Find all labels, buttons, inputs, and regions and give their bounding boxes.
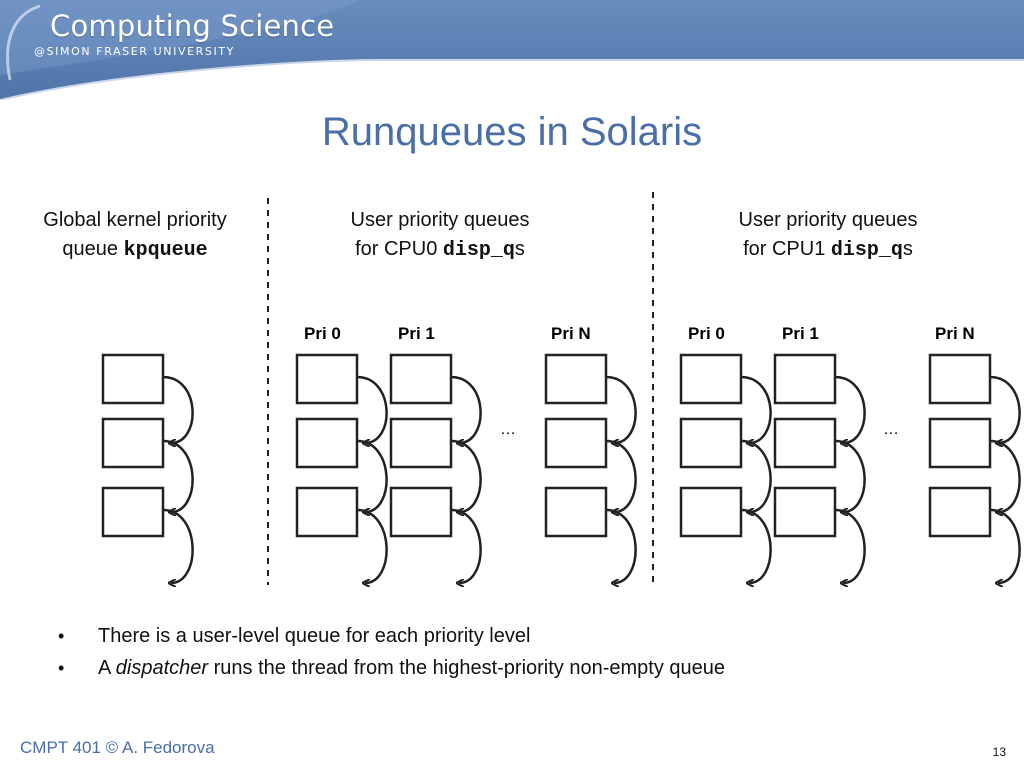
cpu0-pri-0-queue <box>295 353 388 583</box>
next-pointer-arrow <box>605 508 637 583</box>
queue-node <box>773 353 837 405</box>
header-banner <box>0 0 1024 100</box>
cpu0-pri-0-label: Pri 0 <box>304 324 341 343</box>
queue-node <box>389 486 453 538</box>
cpu0-ellipsis: … <box>500 421 516 438</box>
next-pointer-arrow <box>450 508 482 583</box>
cpu0-pri-n-queue <box>544 353 637 583</box>
queue-node <box>928 353 992 405</box>
queue-node <box>295 417 359 469</box>
queue-node <box>928 417 992 469</box>
queue-node <box>295 353 359 405</box>
cpu1-pri-n-label: Pri N <box>935 324 975 343</box>
queue-node <box>101 353 165 405</box>
next-pointer-arrow <box>989 508 1021 583</box>
kpqueue-code: kpqueue <box>123 239 208 262</box>
queue-node <box>544 353 608 405</box>
footer-credit: CMPT 401 © A. Fedorova <box>20 738 215 757</box>
next-pointer-arrow <box>162 439 194 512</box>
brand-title: Computing Science <box>50 9 335 43</box>
queue-node <box>101 486 165 538</box>
queue-node <box>389 417 453 469</box>
disp-q-code: disp_q <box>830 239 903 262</box>
cpu0-pri-n-label: Pri N <box>551 324 591 343</box>
cpu1-pri-1-label: Pri 1 <box>782 324 819 343</box>
next-pointer-arrow <box>740 375 772 443</box>
slide-title: Runqueues in Solaris <box>321 110 703 154</box>
cpu1-pri-1-queue <box>773 353 866 583</box>
cpu1-pri-0-label: Pri 0 <box>688 324 725 343</box>
queue-node <box>773 417 837 469</box>
queue-node <box>101 417 165 469</box>
next-pointer-arrow <box>834 508 866 583</box>
cpu1-ellipsis: … <box>883 421 899 438</box>
cpu1-pri-n-queue <box>928 353 1021 583</box>
next-pointer-arrow <box>740 508 772 583</box>
next-pointer-arrow <box>450 439 482 512</box>
next-pointer-arrow <box>356 439 388 512</box>
queue-node <box>544 486 608 538</box>
next-pointer-arrow <box>989 375 1021 443</box>
queue-node <box>295 486 359 538</box>
queue-node <box>679 417 743 469</box>
bullet-item: • A dispatcher runs the thread from the … <box>58 657 726 679</box>
bullet-symbol: • <box>58 626 65 646</box>
next-pointer-arrow <box>450 375 482 443</box>
queue-node <box>544 417 608 469</box>
next-pointer-arrow <box>834 375 866 443</box>
next-pointer-arrow <box>356 375 388 443</box>
cpu0-pri-1-queue <box>389 353 482 583</box>
next-pointer-arrow <box>356 508 388 583</box>
kernel-queue-label: Global kernel priority queue kpqueue <box>43 209 227 262</box>
next-pointer-arrow <box>740 439 772 512</box>
kernel-queue <box>101 353 194 583</box>
bullet-symbol: • <box>58 658 65 678</box>
disp-q-code: disp_q <box>442 239 515 262</box>
queue-node <box>679 353 743 405</box>
next-pointer-arrow <box>162 508 194 583</box>
dispatcher-term: dispatcher <box>115 657 209 679</box>
next-pointer-arrow <box>989 439 1021 512</box>
cpu0-queue-label: User priority queues for CPU0 disp_qs <box>350 209 530 262</box>
bullet-list: • There is a user-level queue for each p… <box>58 625 725 689</box>
next-pointer-arrow <box>834 439 866 512</box>
cpu0-pri-1-label: Pri 1 <box>398 324 435 343</box>
page-number: 13 <box>992 745 1006 759</box>
brand-subtitle: @SIMON FRASER UNIVERSITY <box>34 45 235 58</box>
queue-node <box>389 353 453 405</box>
queue-node <box>773 486 837 538</box>
cpu1-queue-label: User priority queues for CPU1 disp_qs <box>738 209 918 262</box>
cpu1-pri-0-queue <box>679 353 772 583</box>
next-pointer-arrow <box>605 439 637 512</box>
next-pointer-arrow <box>605 375 637 443</box>
queue-node <box>679 486 743 538</box>
queue-node <box>928 486 992 538</box>
bullet-item: • There is a user-level queue for each p… <box>58 625 531 647</box>
next-pointer-arrow <box>162 375 194 443</box>
